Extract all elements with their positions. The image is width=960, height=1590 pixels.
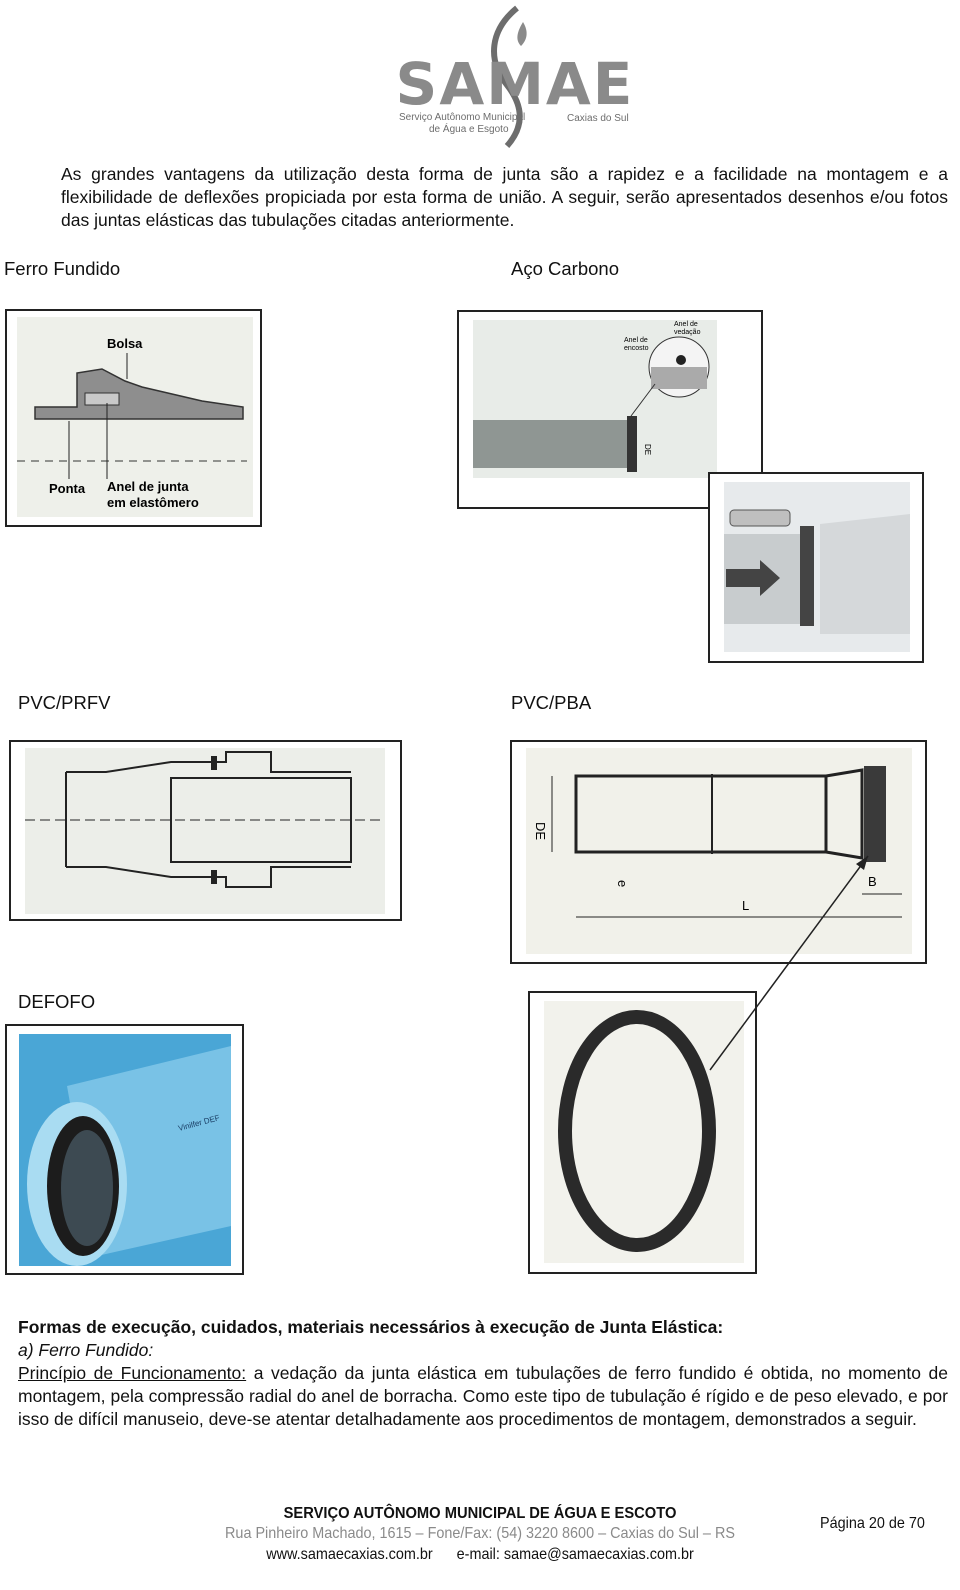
logo-subtitle-right: Caxias do Sul: [567, 113, 629, 124]
label-defofo: DEFOFO: [18, 991, 96, 1012]
figure-pvc-pba: DE e B L: [510, 740, 927, 964]
logo-wordmark: SAMAE: [395, 50, 635, 118]
logo-subtitle-left: Serviço Autônomo Municipal de Água e Esg…: [399, 112, 526, 135]
intro-paragraph: As grandes vantagens da utilização desta…: [61, 164, 948, 230]
figure-ferro-fundido: Bolsa Ponta Anel de junta em elastômero: [5, 309, 262, 527]
logo-swirl-icon: [491, 5, 527, 148]
connector-arrow: [709, 855, 869, 1071]
svg-text:B: B: [868, 874, 877, 889]
figure-defofo-photo: Vinilfer DEF: [5, 1024, 244, 1275]
footer-contact: www.samaecaxias.com.br e-mail: samae@sam…: [266, 1546, 694, 1563]
svg-text:DE: DE: [533, 822, 548, 840]
principle-paragraph: Princípio de Funcionamento: a vedação da…: [18, 1362, 948, 1431]
figure-aco-carbono-photo: [708, 472, 924, 663]
label-anel-junta: Anel de junta: [107, 479, 189, 494]
figure-pvc-prfv: [9, 740, 402, 921]
figure-rubber-ring: [528, 991, 757, 1274]
svg-text:DE: DE: [643, 444, 652, 455]
label-aco-carbono: Aço Carbono: [511, 258, 619, 279]
svg-text:vedação: vedação: [674, 329, 701, 336]
page-number: Página 20 de 70: [820, 1515, 925, 1532]
footer-address: Rua Pinheiro Machado, 1615 – Fone/Fax: (…: [225, 1525, 735, 1542]
principle-label: Princípio de Funcionamento:: [18, 1363, 247, 1383]
footer-title: SERVIÇO AUTÔNOMO MUNICIPAL DE ÁGUA E ESC…: [283, 1505, 677, 1522]
label-pvc-pba: PVC/PBA: [511, 692, 592, 713]
label-ponta: Ponta: [49, 481, 86, 496]
principle-text: a vedação da junta elástica em tubulaçõe…: [18, 1363, 948, 1429]
section-heading: Formas de execução, cuidados, materiais …: [18, 1317, 724, 1337]
figure-aco-carbono-drawing: Anel de encosto Anel de vedação DE: [457, 310, 763, 509]
subheading-ferro: a) Ferro Fundido:: [18, 1340, 154, 1360]
label-bolsa: Bolsa: [107, 336, 143, 351]
samae-logo: SAMAE Serviço Autônomo Municipal de Água…: [395, 0, 635, 148]
label-elastomero: em elastômero: [107, 495, 199, 510]
svg-text:L: L: [742, 898, 749, 913]
label-pvc-prfv: PVC/PRFV: [18, 692, 111, 713]
svg-text:e: e: [615, 880, 630, 887]
svg-text:Anel de: Anel de: [624, 337, 648, 344]
svg-text:encosto: encosto: [624, 345, 649, 352]
label-ferro-fundido: Ferro Fundido: [4, 258, 121, 279]
svg-text:Anel de: Anel de: [674, 321, 698, 328]
